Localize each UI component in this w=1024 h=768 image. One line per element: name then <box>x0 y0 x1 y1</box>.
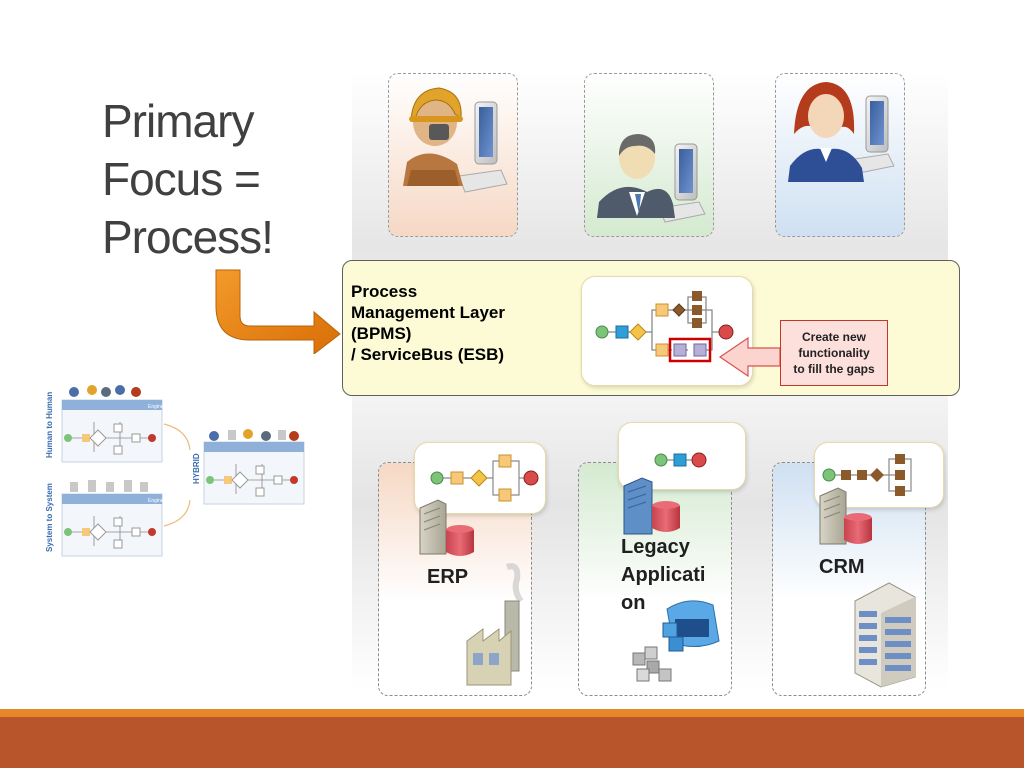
slide-title: Primary Focus = Process! <box>102 95 274 263</box>
engine-label-top: Engine <box>148 404 164 410</box>
businessman-at-computer-icon <box>585 74 713 236</box>
system-card-crm: CRM <box>772 462 926 696</box>
factory-icon <box>466 563 524 686</box>
bpms-layer-label: Process Management Layer (BPMS) / Servic… <box>351 282 505 364</box>
footer-bar <box>0 717 1024 768</box>
hybrid-label: HYBRID <box>192 453 201 484</box>
system-card-erp: ERP <box>378 462 532 696</box>
focus-arrow <box>215 269 341 354</box>
erp-process-flow <box>414 442 546 514</box>
engine-label-bottom: Engine <box>148 498 164 504</box>
crm-label: CRM <box>819 556 865 578</box>
crm-server-database-icon <box>819 487 872 545</box>
erp-label: ERP <box>427 566 469 588</box>
integration-types-diagram: Human to Human System to System HYBRID E… <box>45 385 305 557</box>
legacy-application-label: Legacy Applicati on <box>621 536 706 614</box>
legacy-server-database-icon <box>623 477 680 535</box>
system-card-legacy: Legacy Applicati on <box>578 462 732 696</box>
system-to-system-label: System to System <box>45 483 54 552</box>
footer-stripe <box>0 709 1024 717</box>
user-card-worker <box>388 73 518 237</box>
user-card-businessman <box>584 73 714 237</box>
callout-arrow <box>718 336 781 378</box>
human-to-human-label: Human to Human <box>45 392 54 458</box>
modules-icon <box>632 600 720 682</box>
process-flow-diagram <box>595 291 734 363</box>
worker-at-computer-icon <box>389 74 517 236</box>
user-card-businesswoman <box>775 73 905 237</box>
fill-gaps-callout: Create new functionality to fill the gap… <box>780 320 888 386</box>
office-building-icon <box>854 582 916 688</box>
bpms-process-flow <box>581 276 753 386</box>
legacy-process-flow <box>618 422 746 490</box>
businesswoman-at-computer-icon <box>776 74 904 236</box>
erp-server-database-icon <box>419 499 474 556</box>
